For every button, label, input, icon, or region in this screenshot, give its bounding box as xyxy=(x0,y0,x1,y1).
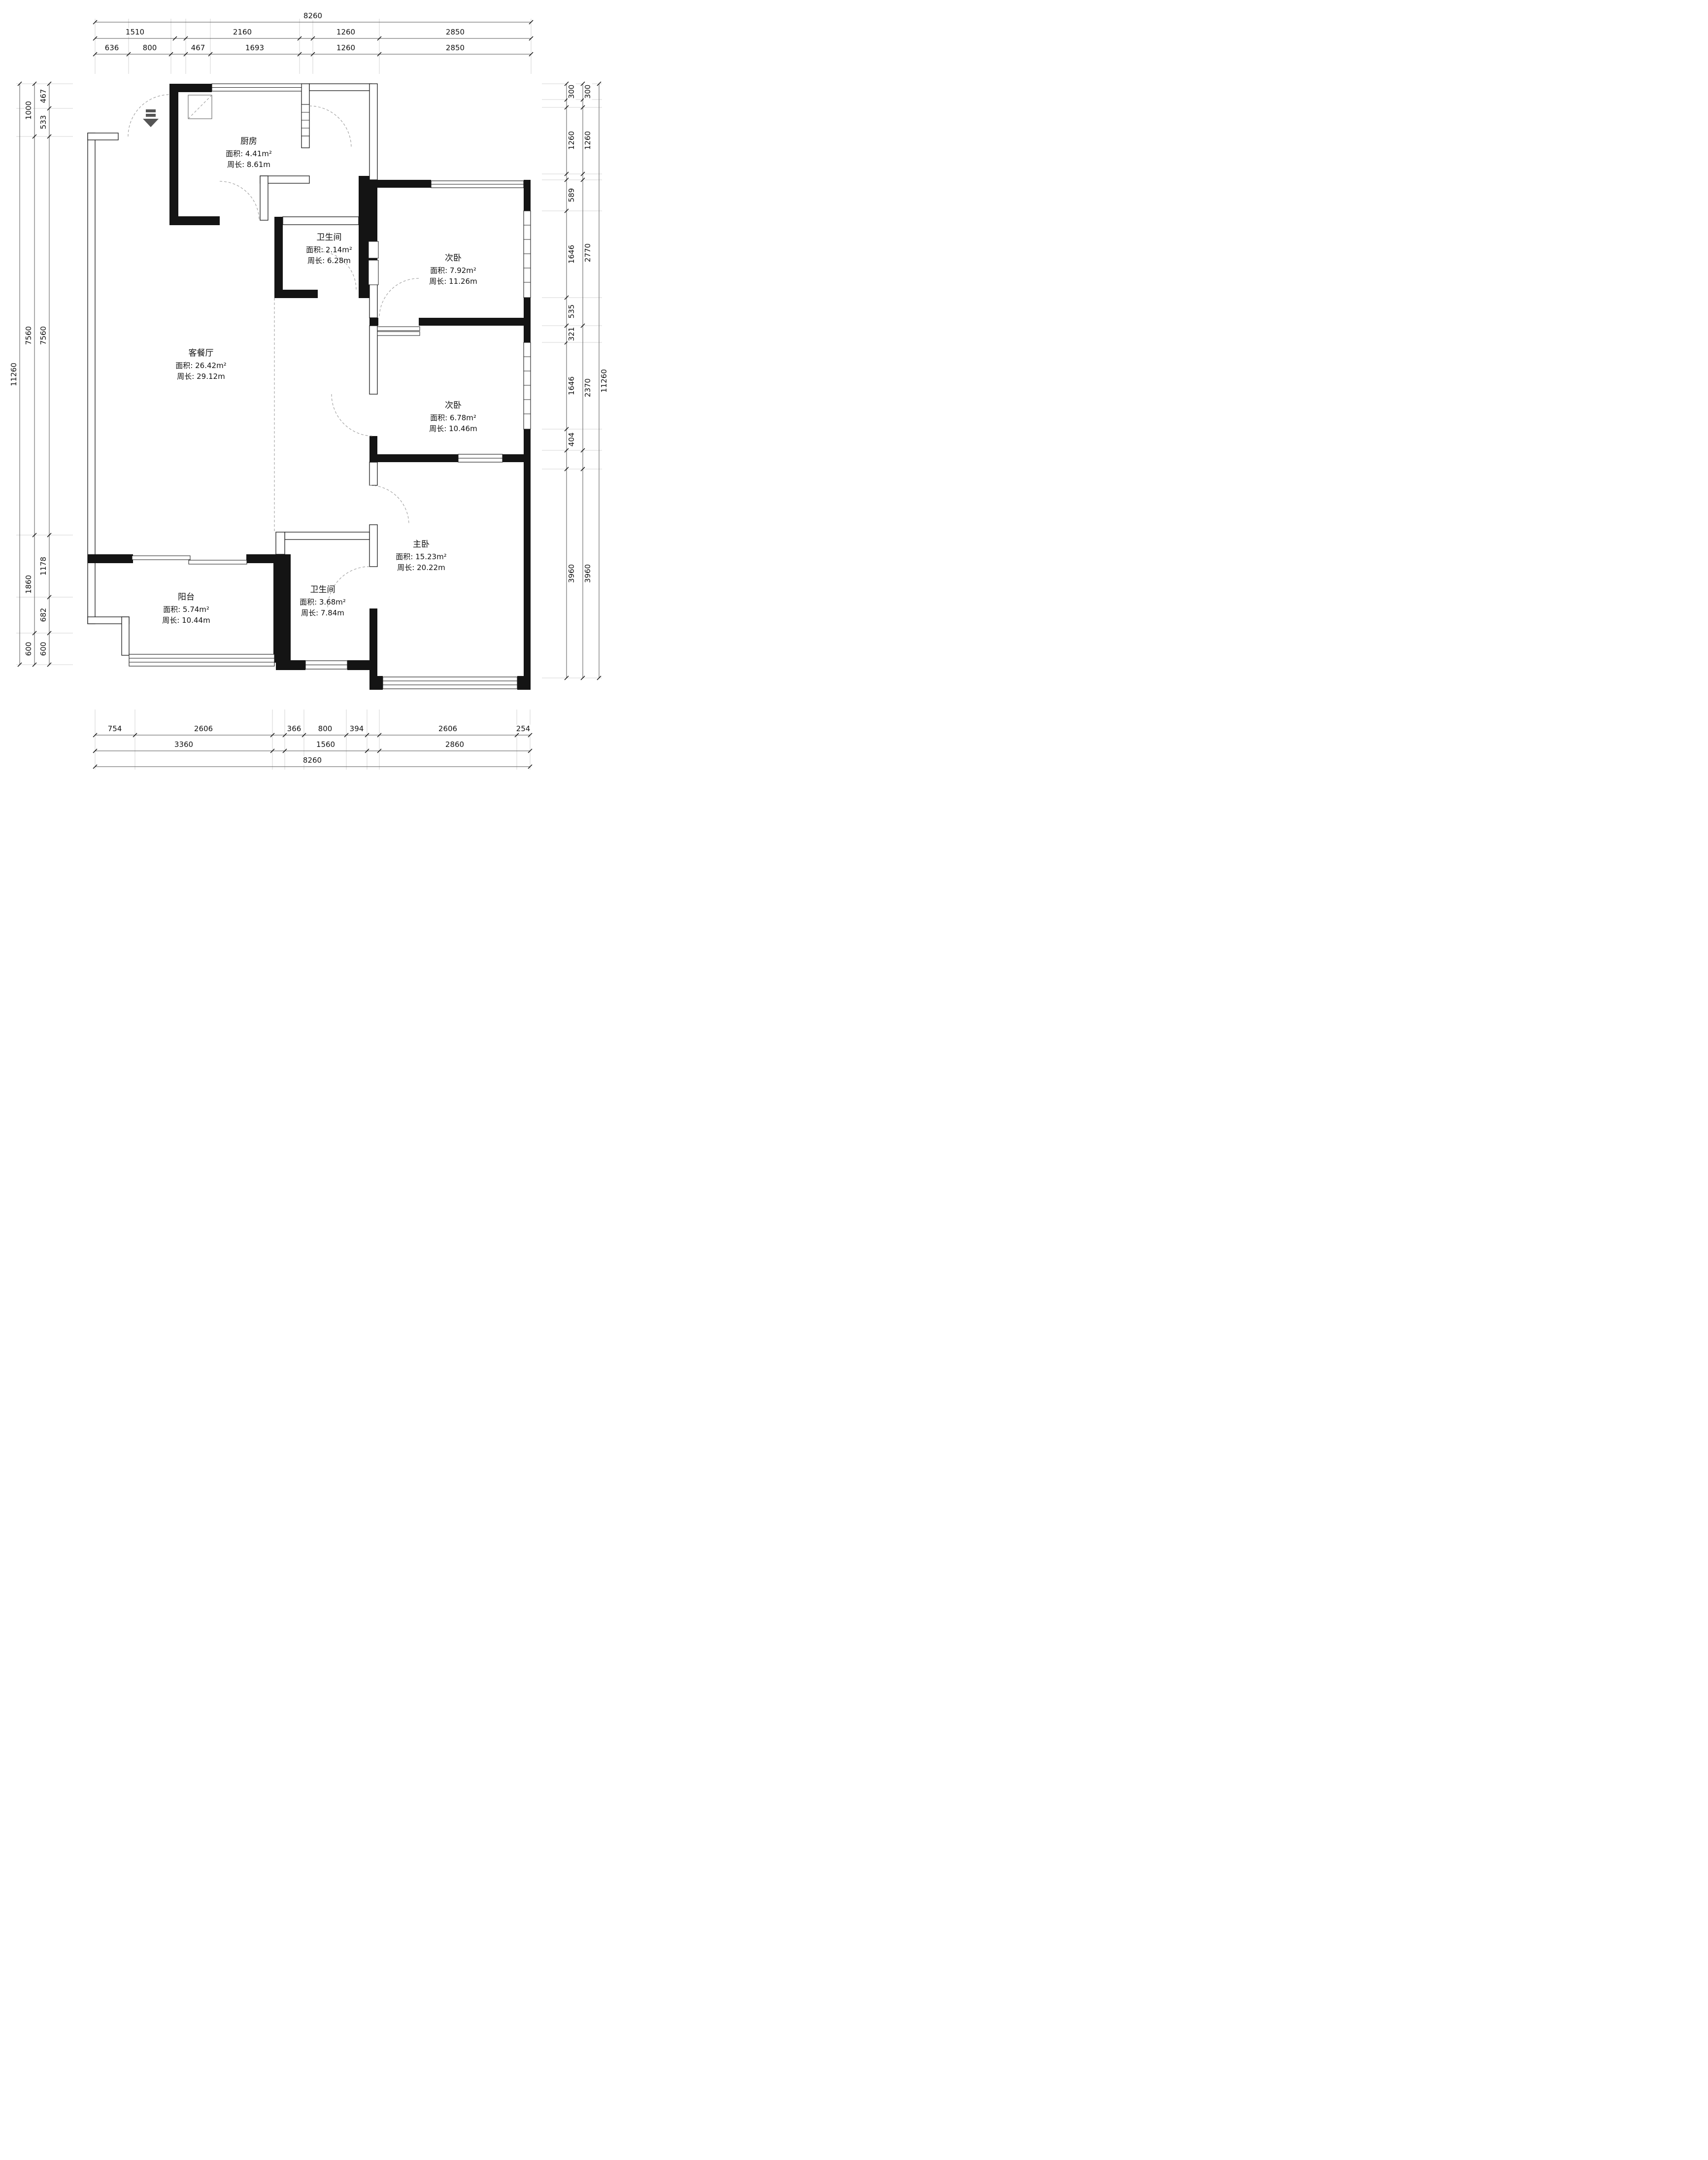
dim-label: 3360 xyxy=(173,740,195,749)
dim-label: 2160 xyxy=(232,27,253,36)
dim-label: 1260 xyxy=(335,43,357,52)
room-name: 卫生间 xyxy=(310,584,335,595)
dim-label: 1510 xyxy=(124,27,146,36)
entrance-arrow-icon xyxy=(143,109,159,127)
sliding-doors xyxy=(132,326,420,565)
room-perimeter: 周长: 20.22m xyxy=(397,563,445,572)
dim-label: 11260 xyxy=(599,368,608,394)
dim-label: 600 xyxy=(24,641,33,657)
room-name: 卫生间 xyxy=(316,232,342,242)
room-perimeter: 周长: 7.84m xyxy=(301,608,344,617)
dim-label: 600 xyxy=(38,641,48,657)
dim-label: 800 xyxy=(317,724,334,733)
room-perimeter: 周长: 29.12m xyxy=(177,371,225,381)
room-area: 面积: 26.42m² xyxy=(175,361,227,370)
dim-label: 2370 xyxy=(583,377,592,399)
dim-label: 300 xyxy=(583,83,592,100)
room-perimeter: 周长: 10.46m xyxy=(429,424,477,433)
room-label-master-bedroom: 主卧 面积: 15.23m² 周长: 20.22m xyxy=(396,539,446,574)
room-name: 次卧 xyxy=(444,400,462,410)
room-name: 客餐厅 xyxy=(188,348,214,358)
floor-plan-drawing xyxy=(16,19,602,770)
room-name: 次卧 xyxy=(444,253,462,263)
dim-label: 533 xyxy=(38,114,48,131)
dim-label: 467 xyxy=(190,43,206,52)
room-perimeter: 周长: 8.61m xyxy=(227,160,270,169)
solid-walls xyxy=(88,84,531,690)
room-label-bathroom-1: 卫生间 面积: 2.14m² 周长: 6.28m xyxy=(306,232,352,267)
dim-label: 589 xyxy=(567,187,576,203)
room-area: 面积: 4.41m² xyxy=(226,149,272,158)
dim-label: 2860 xyxy=(444,740,466,749)
dim-label: 8260 xyxy=(302,11,324,20)
dim-label: 3960 xyxy=(583,563,592,584)
dim-label: 1560 xyxy=(315,740,336,749)
room-label-balcony: 阳台 面积: 5.74m² 周长: 10.44m xyxy=(162,591,210,626)
dim-label: 300 xyxy=(567,83,576,100)
dim-label: 404 xyxy=(567,431,576,448)
dim-label: 2850 xyxy=(444,43,466,52)
dim-label: 2770 xyxy=(583,242,592,264)
dim-label: 8260 xyxy=(301,755,323,765)
room-area: 面积: 6.78m² xyxy=(430,413,476,422)
dim-label: 7560 xyxy=(24,325,33,346)
room-label-bathroom-2: 卫生间 面积: 3.68m² 周长: 7.84m xyxy=(300,584,346,619)
dim-label: 11260 xyxy=(9,362,18,387)
dim-label: 754 xyxy=(106,724,123,733)
dim-label: 2850 xyxy=(444,27,466,36)
dim-label: 535 xyxy=(567,303,576,320)
room-label-living-dining: 客餐厅 面积: 26.42m² 周长: 29.12m xyxy=(175,347,226,382)
room-name: 厨房 xyxy=(240,136,257,146)
dim-label: 1646 xyxy=(567,243,576,265)
room-label-bedroom-2: 次卧 面积: 6.78m² 周长: 10.46m xyxy=(429,400,477,435)
room-name: 阳台 xyxy=(177,592,195,602)
dim-label: 366 xyxy=(286,724,302,733)
room-perimeter: 周长: 10.44m xyxy=(162,615,210,625)
dim-label: 1693 xyxy=(244,43,266,52)
dim-label: 1260 xyxy=(567,130,576,151)
dim-label: 2606 xyxy=(437,724,459,733)
room-area: 面积: 5.74m² xyxy=(163,605,209,614)
windows xyxy=(129,83,531,689)
symbols xyxy=(143,95,212,127)
dim-label: 1860 xyxy=(24,574,33,595)
dim-label: 467 xyxy=(38,88,48,104)
appliance-symbol xyxy=(188,95,212,119)
room-name: 主卧 xyxy=(412,539,430,549)
room-area: 面积: 7.92m² xyxy=(430,266,476,275)
room-area: 面积: 15.23m² xyxy=(396,552,447,561)
dim-label: 321 xyxy=(567,326,576,342)
dim-label: 1178 xyxy=(38,555,48,577)
dim-label: 2606 xyxy=(193,724,214,733)
dim-label: 7560 xyxy=(38,325,48,346)
dim-label: 394 xyxy=(348,724,365,733)
dim-label: 1646 xyxy=(567,375,576,397)
duct-shafts xyxy=(368,241,379,285)
dim-label: 1000 xyxy=(24,100,33,121)
dim-label: 3960 xyxy=(567,563,576,584)
room-label-kitchen: 厨房 面积: 4.41m² 周长: 8.61m xyxy=(226,135,272,170)
floor-plan: 厨房 面积: 4.41m² 周长: 8.61m 卫生间 面积: 2.14m² 周… xyxy=(0,0,611,773)
room-perimeter: 周长: 11.26m xyxy=(429,276,477,286)
dim-label: 682 xyxy=(38,607,48,623)
room-perimeter: 周长: 6.28m xyxy=(307,256,351,265)
room-area: 面积: 2.14m² xyxy=(306,245,352,254)
dim-label: 636 xyxy=(103,43,120,52)
dimension-chains xyxy=(17,20,602,769)
door-swings xyxy=(128,94,419,609)
room-label-bedroom-1: 次卧 面积: 7.92m² 周长: 11.26m xyxy=(429,252,477,287)
dim-label: 1260 xyxy=(335,27,357,36)
dim-label: 1260 xyxy=(583,130,592,151)
dim-label: 254 xyxy=(515,724,532,733)
room-area: 面积: 3.68m² xyxy=(300,597,346,607)
dim-label: 800 xyxy=(141,43,158,52)
